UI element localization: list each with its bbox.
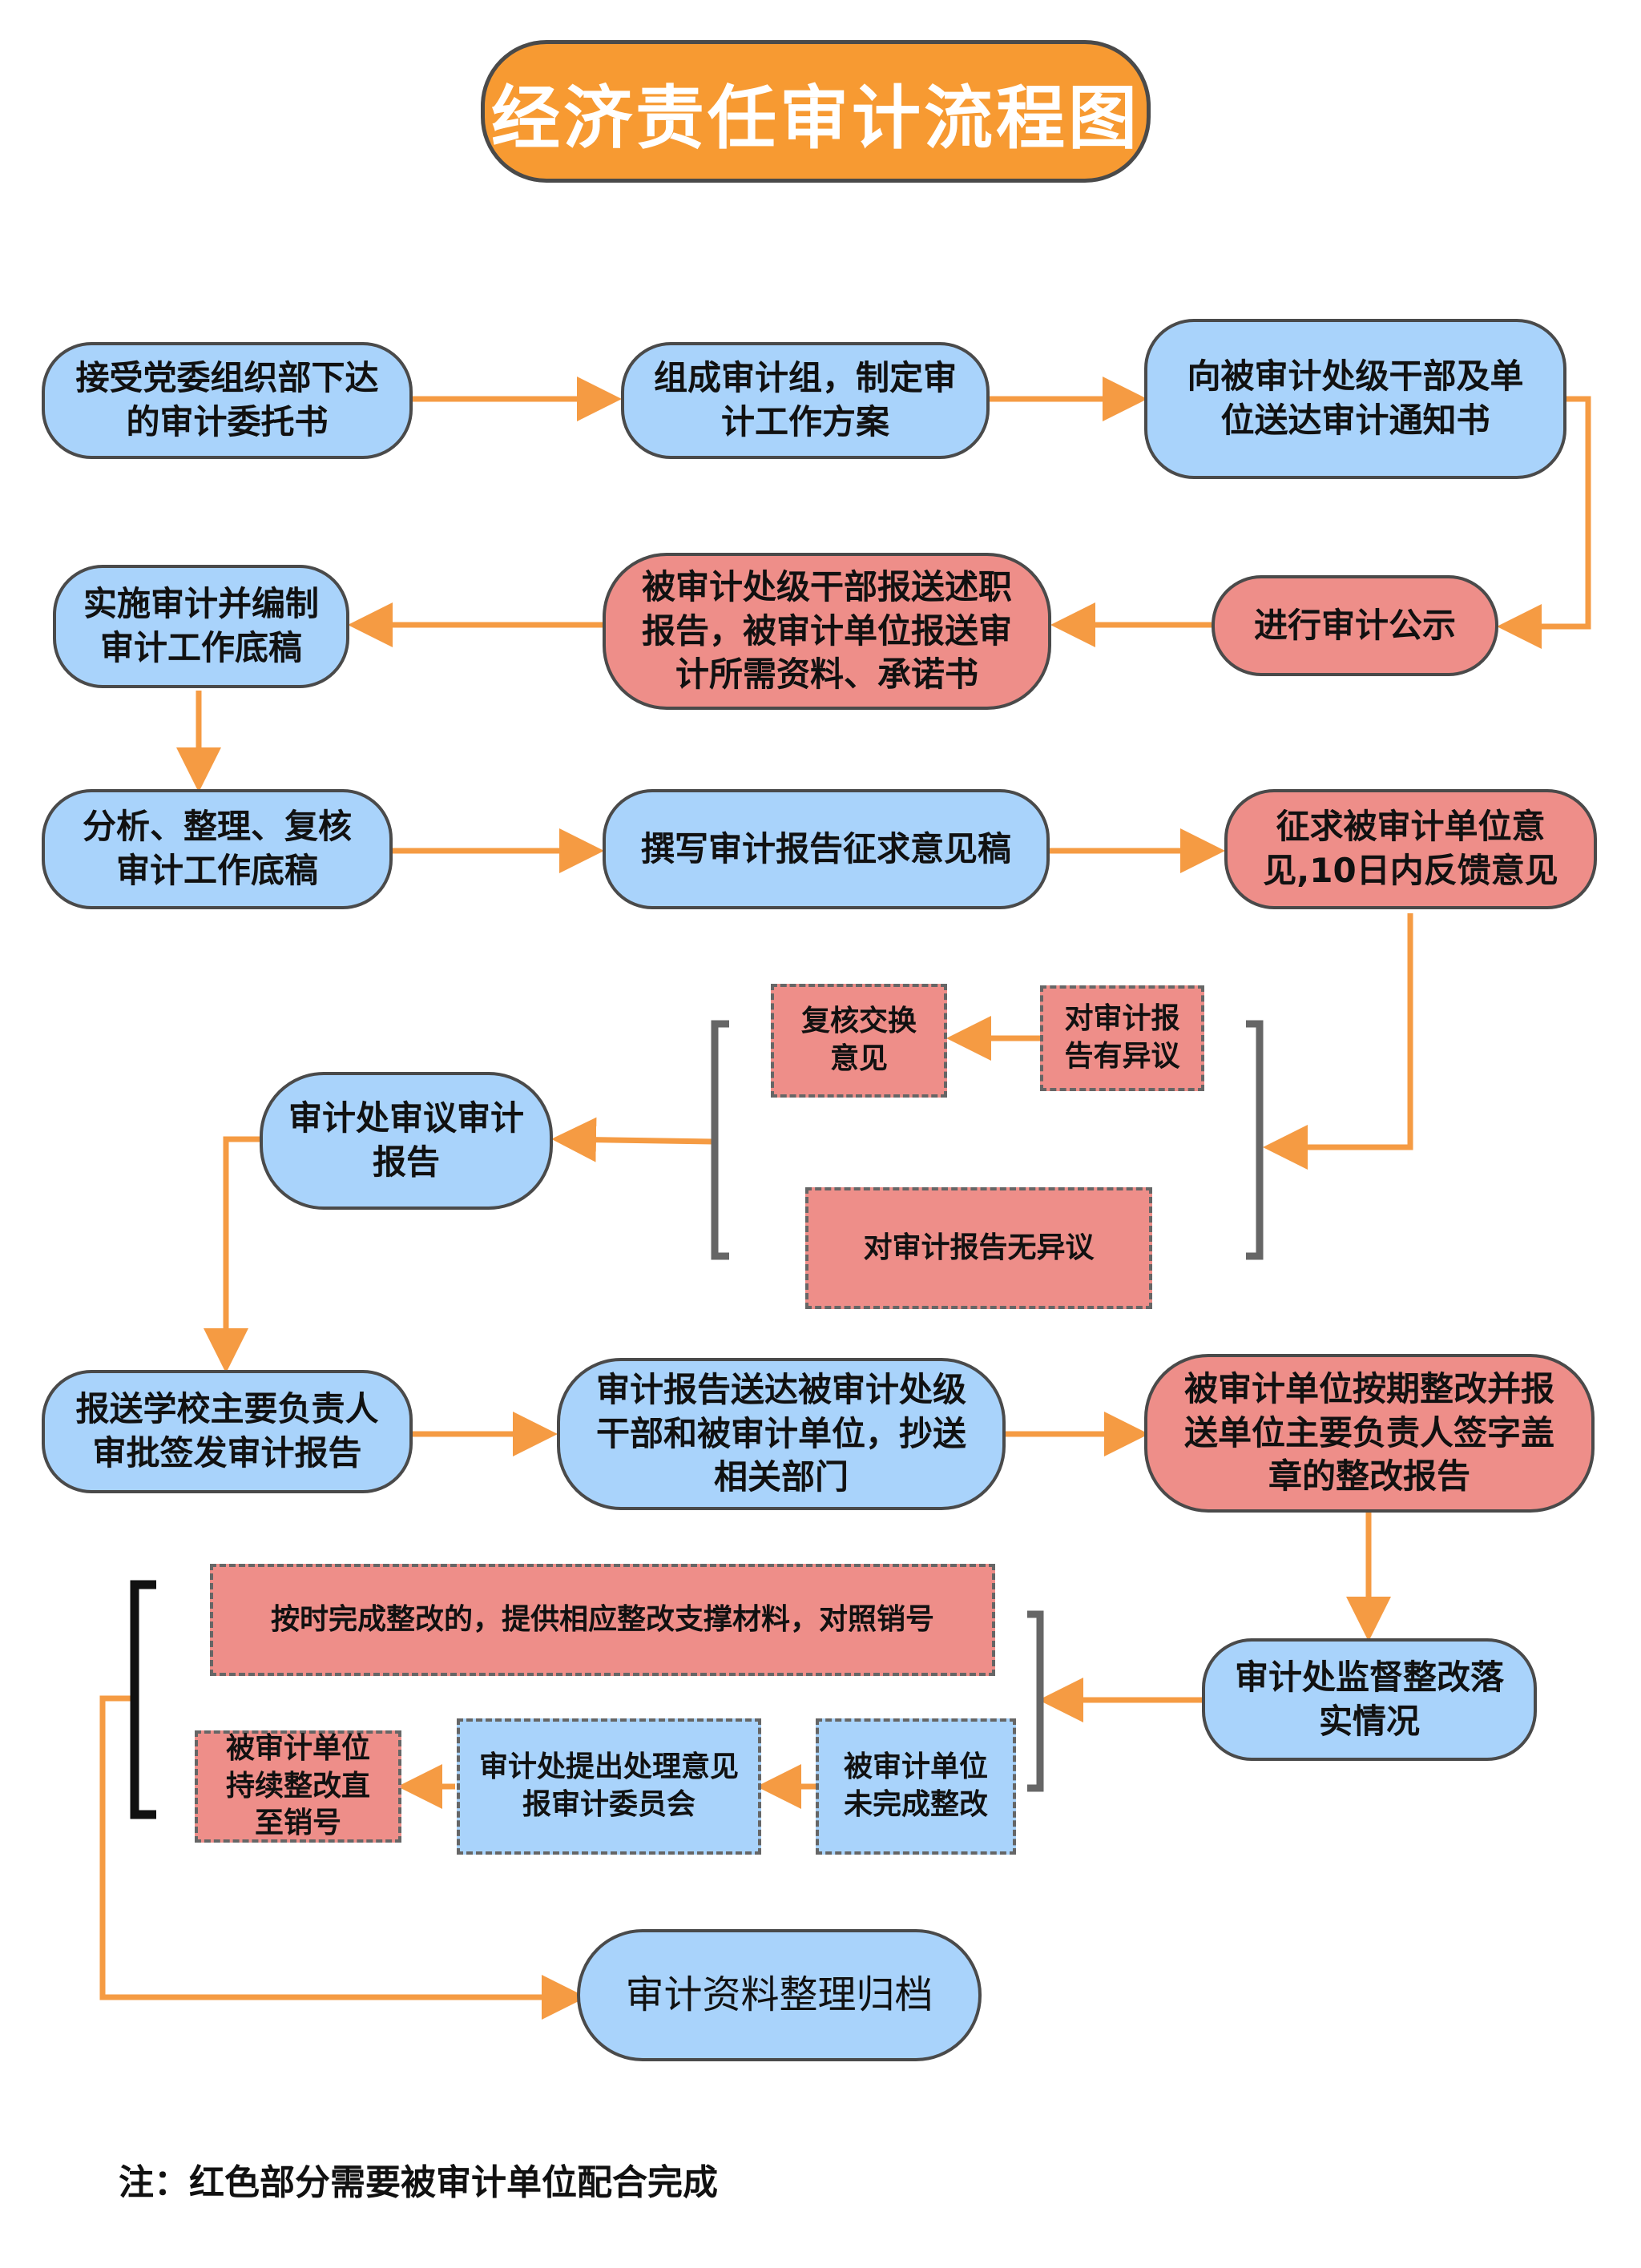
node-no-objection: 对审计报告无异议 <box>805 1187 1152 1309</box>
node-continue-rectification: 被审计单位 持续整改直 至销号 <box>195 1730 401 1843</box>
node-rectify-report: 被审计单位按期整改并报 送单位主要负责人签字盖 章的整改报告 <box>1144 1354 1595 1513</box>
node-submit-report-materials: 被审计处级干部报送述职 报告，被审计单位报送审 计所需资料、承诺书 <box>603 553 1051 710</box>
arrow-n9-bracket <box>1263 913 1413 1170</box>
node-conduct-audit: 实施审计并编制 审计工作底稿 <box>53 565 349 688</box>
arrow-bracket-n10 <box>551 1117 714 1162</box>
bracket-right-lower <box>1027 1610 1044 1792</box>
node-deliver-report: 审计报告送达被审计处级 干部和被审计单位，抄送 相关部门 <box>557 1358 1006 1510</box>
node-completed-on-time: 按时完成整改的，提供相应整改支撑材料，对照销号 <box>210 1564 995 1676</box>
node-not-completed: 被审计单位 未完成整改 <box>816 1718 1016 1855</box>
bracket-left-lower <box>130 1580 156 1819</box>
arrow-bracket-n15 <box>99 1695 587 2020</box>
footnote: 注：红色部分需要被审计单位配合完成 <box>119 2162 718 2203</box>
node-audit-publicity: 进行审计公示 <box>1212 575 1498 676</box>
arrow-n3-n4 <box>1497 396 1591 649</box>
arrow-n10-n11 <box>204 1136 260 1373</box>
bracket-left-upper <box>711 1020 729 1260</box>
node-analyze-review: 分析、整理、复核 审计工作底稿 <box>42 789 393 909</box>
node-review-exchange: 复核交换 意见 <box>771 984 947 1098</box>
node-receive-commission: 接受党委组织部下达 的审计委托书 <box>42 342 413 459</box>
page-title: 经济责任审计流程图 <box>481 40 1151 183</box>
node-draft-report: 撰写审计报告征求意见稿 <box>603 789 1050 909</box>
node-objection: 对审计报 告有异议 <box>1040 985 1204 1091</box>
node-archive-materials: 审计资料整理归档 <box>577 1929 982 2061</box>
node-send-audit-notice: 向被审计处级干部及单 位送达审计通知书 <box>1144 319 1566 479</box>
node-supervise-rectification: 审计处监督整改落 实情况 <box>1202 1638 1537 1761</box>
node-form-audit-team: 组成审计组，制定审 计工作方案 <box>621 342 990 459</box>
node-solicit-opinion: 征求被审计单位意 见,10日内反馈意见 <box>1224 789 1597 909</box>
node-review-report: 审计处审议审计 报告 <box>260 1072 553 1210</box>
node-submit-to-principal: 报送学校主要负责人 审批签发审计报告 <box>42 1370 413 1493</box>
bracket-right-upper <box>1246 1020 1264 1260</box>
node-propose-handling: 审计处提出处理意见 报审计委员会 <box>457 1718 761 1855</box>
